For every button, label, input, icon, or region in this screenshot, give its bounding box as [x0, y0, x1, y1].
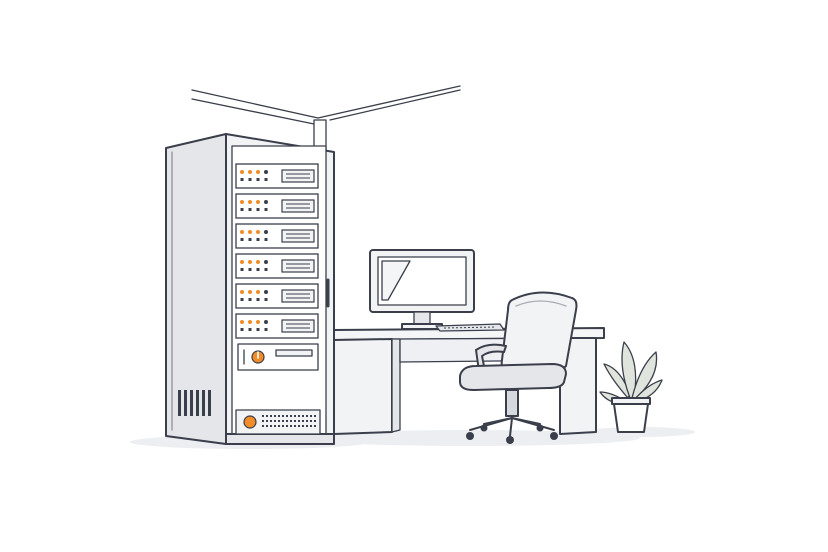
server-unit: [235, 283, 319, 309]
vent-hole: [302, 415, 304, 417]
vent-hole: [294, 420, 296, 422]
vent-hole: [270, 425, 272, 427]
vent-hole: [266, 420, 268, 422]
vent-hole: [270, 415, 272, 417]
keyboard-icon: [435, 323, 505, 332]
vent-hole: [306, 420, 308, 422]
vent-hole: [314, 415, 316, 417]
office-chair-icon: [459, 291, 578, 444]
vent-hole: [262, 415, 264, 417]
vent-hole: [286, 420, 288, 422]
vent-hole: [282, 415, 284, 417]
vent-hole: [294, 425, 296, 427]
server-unit: [235, 253, 319, 279]
vent-hole: [306, 425, 308, 427]
vent-hole: [278, 415, 280, 417]
server-unit: [235, 223, 319, 249]
vent-hole: [290, 425, 292, 427]
vent-hole: [274, 415, 276, 417]
vent-hole: [278, 420, 280, 422]
vent-hole: [282, 420, 284, 422]
vent-hole: [290, 420, 292, 422]
ceiling-beam-icon: [191, 85, 461, 153]
potted-plant-icon: [599, 341, 663, 433]
monitor-icon: [369, 249, 475, 330]
vent-hole: [282, 425, 284, 427]
vent-hole: [294, 415, 296, 417]
power-unit: [237, 343, 319, 371]
vent-hole: [274, 420, 276, 422]
vent-hole: [310, 420, 312, 422]
server-unit: [235, 163, 319, 189]
server-units: [235, 163, 319, 339]
vent-hole: [310, 415, 312, 417]
server-unit: [235, 193, 319, 219]
vent-hole: [298, 420, 300, 422]
bottom-vent-unit: [235, 409, 321, 435]
vent-hole: [286, 415, 288, 417]
server-unit: [235, 313, 319, 339]
vent-hole: [274, 425, 276, 427]
side-vent: [178, 390, 211, 416]
vent-hole: [314, 425, 316, 427]
vent-hole: [298, 415, 300, 417]
vent-hole: [298, 425, 300, 427]
vent-hole: [266, 415, 268, 417]
vent-hole: [262, 425, 264, 427]
vent-hole: [302, 420, 304, 422]
vent-hole: [270, 420, 272, 422]
vent-hole: [278, 425, 280, 427]
vent-hole: [262, 420, 264, 422]
vent-hole: [266, 425, 268, 427]
vent-mesh: [262, 415, 316, 427]
vent-hole: [290, 415, 292, 417]
vent-hole: [306, 415, 308, 417]
vent-hole: [302, 425, 304, 427]
vent-hole: [314, 420, 316, 422]
vent-hole: [310, 425, 312, 427]
vent-hole: [286, 425, 288, 427]
